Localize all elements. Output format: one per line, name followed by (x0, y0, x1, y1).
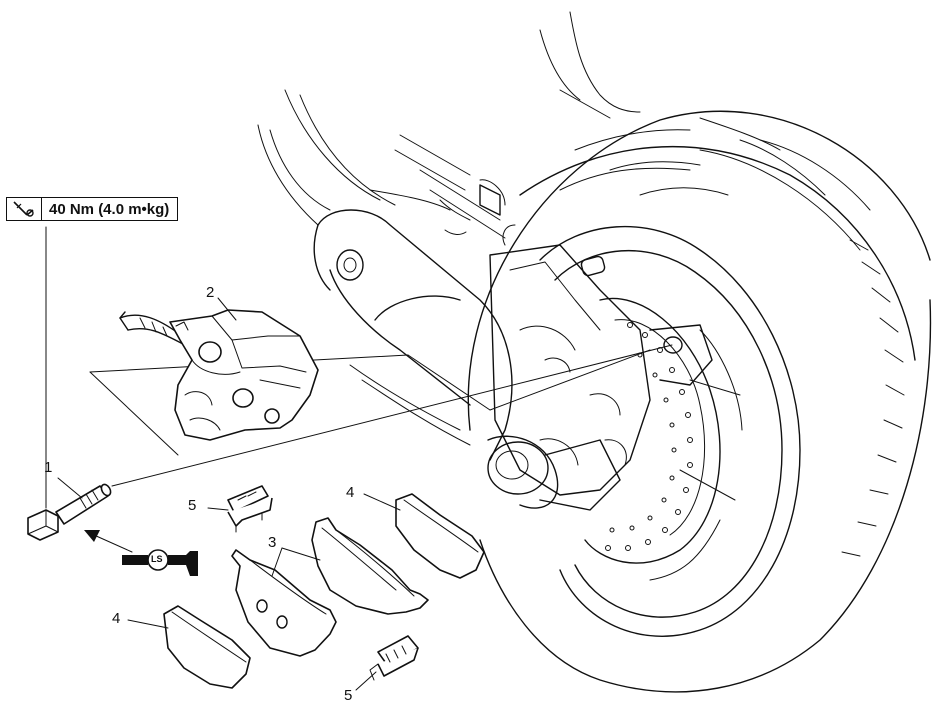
frame-lines (394, 11, 641, 239)
brake-disc (584, 297, 721, 564)
pad-spring-lower (369, 635, 419, 681)
swing-arm (257, 89, 621, 511)
torque-spec-box: 40 Nm (4.0 m•kg) (6, 197, 179, 221)
callout-spring-lower: 5 (344, 687, 353, 704)
brake-pad-outer (311, 517, 429, 615)
rear-tire (467, 110, 932, 693)
caliper-bolt (27, 226, 112, 541)
caliper-exploded (119, 309, 319, 441)
lubrication-arrow (84, 530, 133, 553)
lithium-soap-grease-icon (122, 549, 198, 576)
callout-spring-upper: 5 (188, 497, 197, 514)
pad-shim-lower (163, 605, 251, 689)
pad-spring-upper (227, 485, 273, 533)
torque-value: 40 Nm (4.0 m•kg) (49, 200, 170, 218)
callout-inner-pad: 3 (268, 534, 277, 551)
wheel-rim (539, 225, 801, 637)
callout-caliper: 2 (206, 284, 215, 301)
callout-shim-lower: 4 (112, 610, 121, 627)
brake-pad-inner (231, 549, 337, 657)
callout-bolt: 1 (44, 459, 53, 476)
lubricant-label: LS (151, 554, 163, 564)
callout-leaders (57, 297, 401, 691)
mounted-caliper (489, 224, 713, 496)
pad-shim-upper (395, 493, 485, 579)
torque-wrench-icon (7, 198, 42, 220)
callout-shim-upper: 4 (346, 484, 355, 501)
